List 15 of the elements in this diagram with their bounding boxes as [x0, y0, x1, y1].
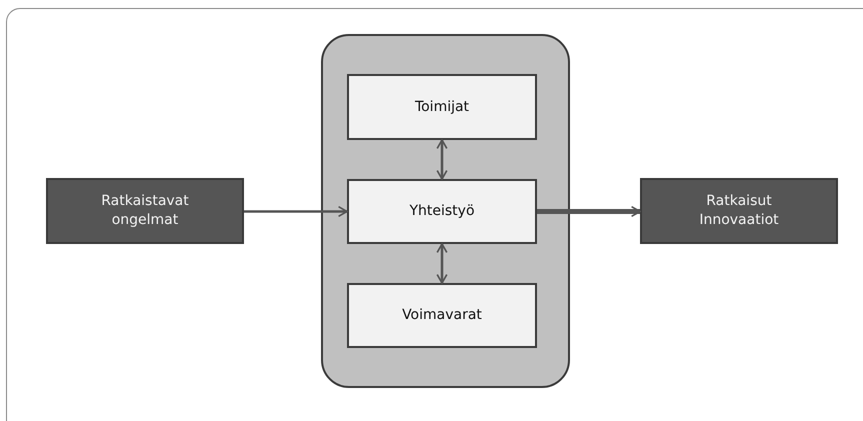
box-label: Voimavarat: [402, 306, 482, 325]
arrow: [244, 206, 348, 218]
terminal-box: [640, 178, 838, 244]
arrow: [436, 139, 448, 180]
arrow: [436, 243, 448, 284]
arrow: [537, 206, 641, 218]
box-label: Toimijat: [414, 98, 470, 116]
process-box: [347, 74, 537, 140]
group-panel: [321, 34, 570, 388]
box-label: Yhteistyö: [409, 202, 475, 221]
box-label: Ratkaistavat ongelmat: [100, 192, 190, 230]
terminal-box: [46, 178, 244, 244]
process-box: [347, 179, 537, 244]
process-box: [347, 283, 537, 348]
box-label: Ratkaisut Innovaatiot: [698, 192, 780, 230]
